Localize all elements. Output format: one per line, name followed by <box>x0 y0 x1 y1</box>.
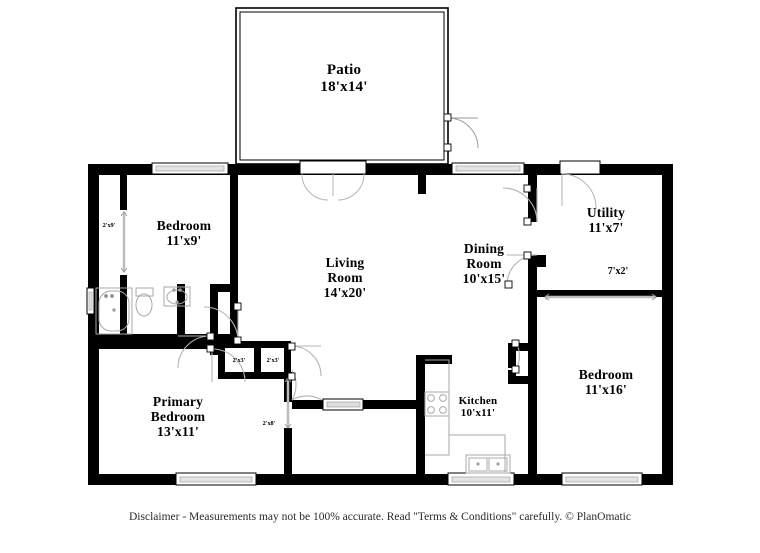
room-name-primary-line1: Primary <box>152 394 204 409</box>
patio-door-swing <box>447 117 479 149</box>
room-label-living-room: Living Room 14'x20' <box>295 255 395 300</box>
room-dim-kitchen: 10'x11' <box>460 407 496 420</box>
closet-shelf-arrows <box>120 211 657 429</box>
room-name-living-room-line1: Living <box>325 255 365 270</box>
room-label-dining-room: Dining Room 10'x15' <box>436 241 532 286</box>
room-name-primary-line2: Bedroom <box>150 409 206 425</box>
room-dim-utility: 11'x7' <box>588 220 624 236</box>
closet-dim-hall-left: 2'x3' <box>232 357 246 364</box>
room-dim-primary: 13'x11' <box>157 424 199 440</box>
closet-shelves <box>122 212 656 428</box>
closet-label-utility: 7'x2' <box>592 266 644 277</box>
exterior-walls <box>88 164 673 485</box>
room-label-primary-bedroom: Primary Bedroom 13'x11' <box>118 394 238 439</box>
door-jambs <box>206 184 532 381</box>
room-name-living-room-line2: Room <box>327 270 363 286</box>
room-label-patio: Patio 18'x14' <box>264 62 424 96</box>
closet-dim-hall-right: 2'x3' <box>266 357 280 364</box>
room-label-kitchen: Kitchen 10'x11' <box>434 395 522 420</box>
kitchen-fixtures <box>424 359 511 474</box>
patio-door-jamb-top <box>443 113 452 122</box>
room-dim-bedroom-front: 11'x9' <box>166 233 202 249</box>
room-name-patio: Patio <box>326 62 362 78</box>
room-label-bedroom-front: Bedroom 11'x9' <box>124 218 244 248</box>
room-name-dining-room-line2: Room <box>466 256 502 272</box>
sink-icon <box>163 286 191 307</box>
room-dim-dining-room: 10'x15' <box>462 271 506 287</box>
interior-walls <box>92 164 663 475</box>
room-name-kitchen: Kitchen <box>458 395 498 407</box>
stove-icon <box>424 391 450 417</box>
room-dim-living-room: 14'x20' <box>323 285 367 301</box>
bathtub-icon <box>95 287 133 335</box>
door-swings <box>177 187 538 401</box>
toilet-icon <box>135 287 154 297</box>
room-dim-patio: 18'x14' <box>320 78 368 95</box>
closet-label-primary: 2'x8' <box>254 420 284 427</box>
room-name-bedroom-front: Bedroom <box>156 218 212 233</box>
bathroom-fixtures <box>95 286 191 335</box>
closet-dim-bedroom-front: 2'x9' <box>102 222 116 229</box>
room-label-utility: Utility 11'x7' <box>552 205 660 235</box>
closet-dim-utility: 7'x2' <box>607 266 629 277</box>
disclaimer-text: Disclaimer - Measurements may not be 100… <box>129 511 631 523</box>
room-label-bedroom-rear: Bedroom 11'x16' <box>546 367 666 397</box>
closet-label-hall-right: 2'x3' <box>259 357 287 364</box>
patio-door-jamb-bottom <box>443 143 452 152</box>
room-name-bedroom-rear: Bedroom <box>578 367 634 382</box>
closet-dim-primary: 2'x8' <box>262 420 276 427</box>
kitchen-sink-icon <box>465 454 511 474</box>
closet-label-hall-left: 2'x3' <box>225 357 253 364</box>
closet-label-bedroom-front: 2'x9' <box>94 222 124 229</box>
room-name-utility: Utility <box>586 205 626 220</box>
room-dim-bedroom-rear: 11'x16' <box>585 382 627 398</box>
windows <box>86 160 643 486</box>
room-name-dining-room-line1: Dining <box>463 241 505 256</box>
